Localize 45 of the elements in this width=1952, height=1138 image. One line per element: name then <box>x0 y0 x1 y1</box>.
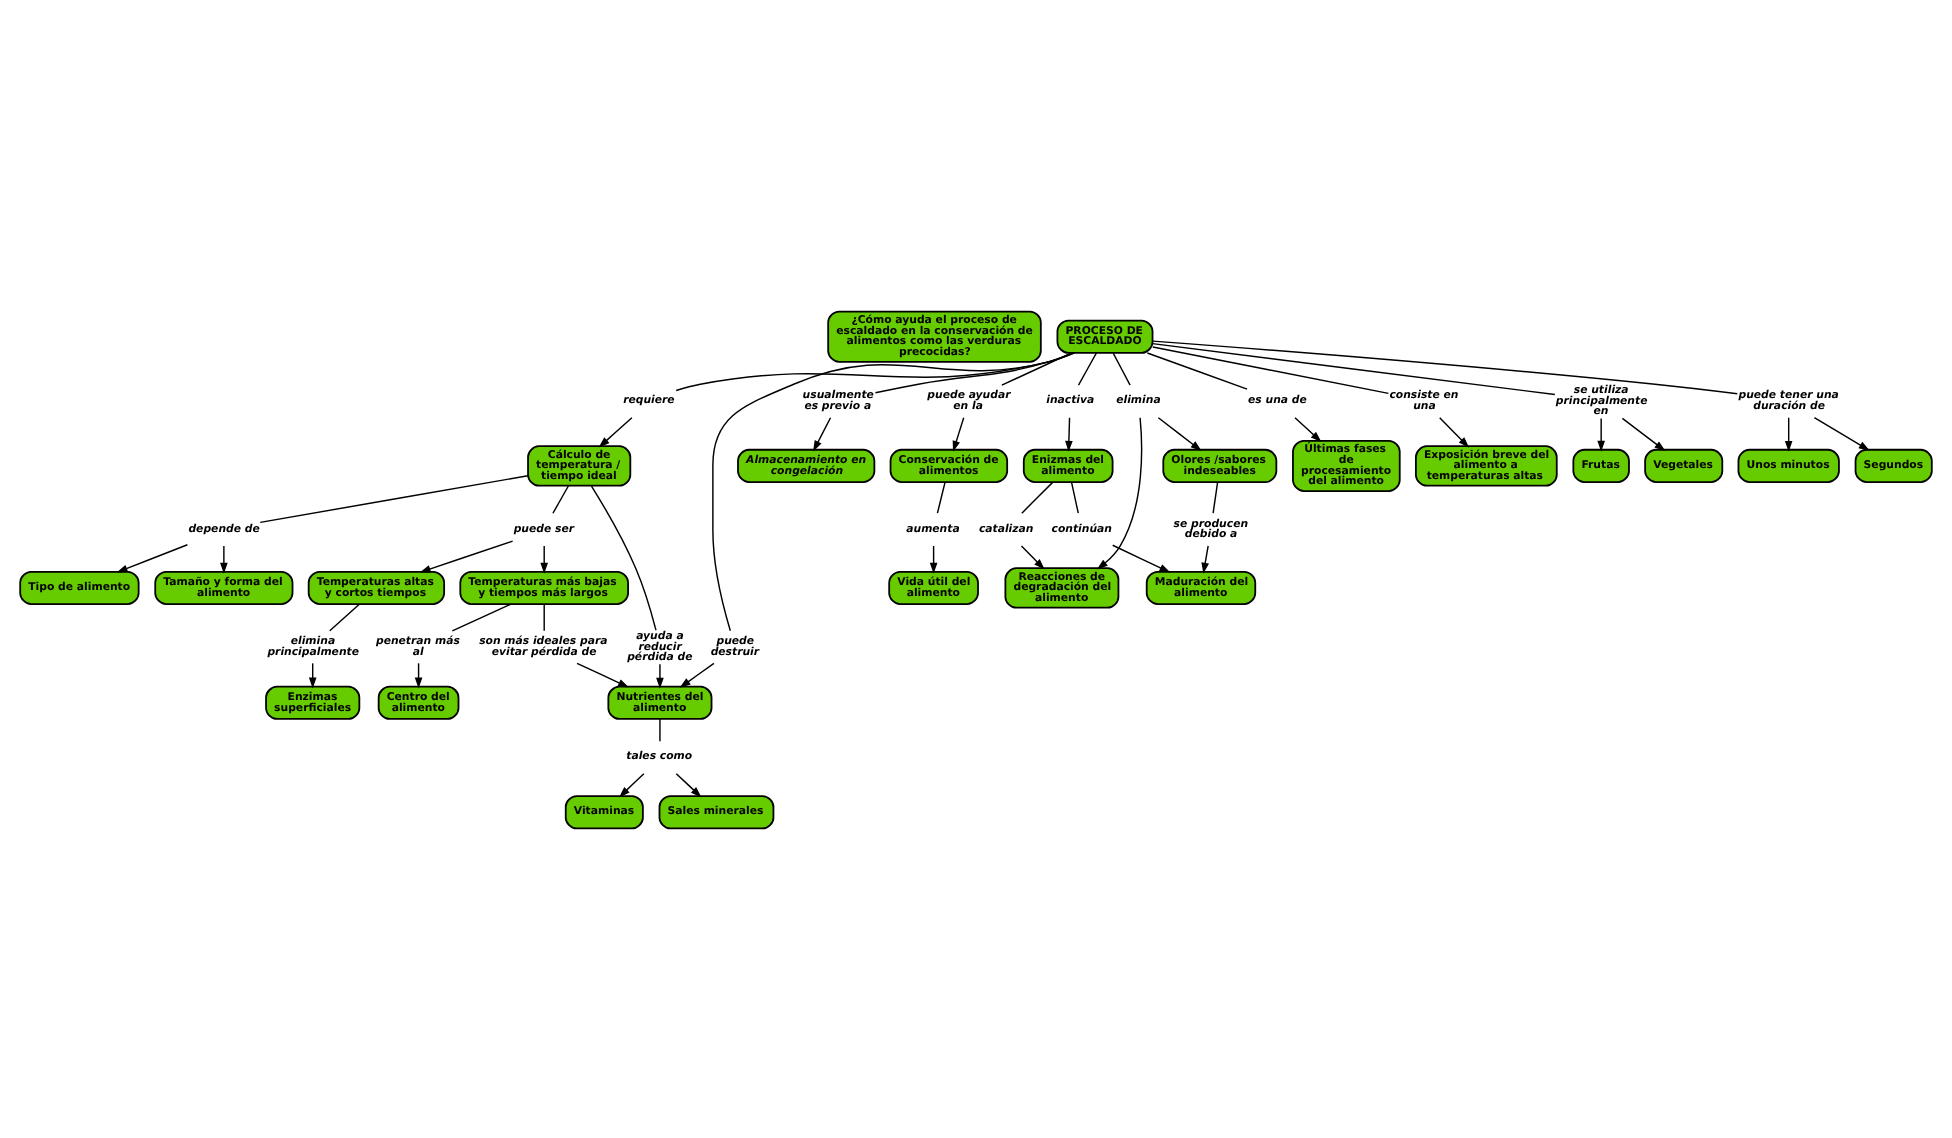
arrow <box>116 543 189 572</box>
arrow <box>1065 416 1073 451</box>
connector <box>1021 480 1054 513</box>
arrow <box>1112 543 1171 572</box>
connector <box>329 602 361 631</box>
arrow <box>679 661 715 687</box>
arrow <box>1294 416 1322 442</box>
arrow <box>1157 416 1202 450</box>
connector <box>1112 351 1131 385</box>
arrow <box>598 416 633 447</box>
connector <box>1077 351 1098 385</box>
connector <box>1001 351 1073 385</box>
connector <box>451 602 512 631</box>
arrow <box>1784 416 1793 451</box>
arrow <box>1439 416 1470 447</box>
connector <box>259 474 529 523</box>
connector <box>552 484 570 513</box>
arrow <box>619 772 645 797</box>
connector <box>1146 351 1248 389</box>
connector <box>874 351 1074 393</box>
arrow <box>952 416 965 451</box>
arrow <box>540 544 549 573</box>
connector <box>1152 339 1739 394</box>
arrow <box>675 772 702 797</box>
arrow <box>1621 416 1666 451</box>
arrow <box>1201 544 1209 573</box>
arrow <box>1813 415 1870 450</box>
arrow <box>576 661 629 687</box>
connector <box>1212 480 1219 513</box>
arrow <box>419 539 514 572</box>
connector <box>675 351 1076 391</box>
connector <box>712 351 1075 631</box>
connector <box>590 484 657 630</box>
connector <box>543 602 545 631</box>
arrow <box>1597 416 1605 451</box>
connector <box>936 480 946 513</box>
connector <box>1152 345 1390 394</box>
connector <box>1070 480 1079 513</box>
connector <box>1151 341 1556 395</box>
arrow <box>1020 544 1045 569</box>
arrow <box>1096 416 1143 569</box>
arrow <box>656 662 664 688</box>
arrow <box>220 544 228 573</box>
arrow <box>813 416 832 451</box>
connector <box>659 717 661 741</box>
